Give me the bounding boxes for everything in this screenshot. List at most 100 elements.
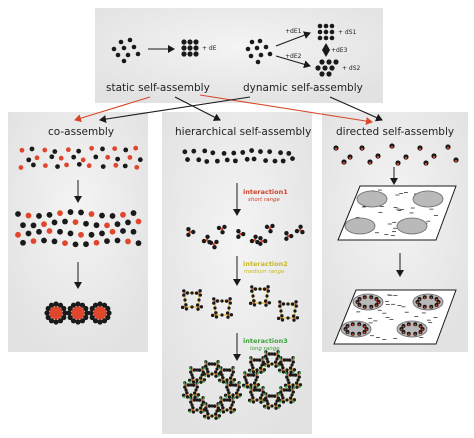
black-particle	[251, 370, 256, 374]
red-bond	[294, 317, 296, 319]
black-particle	[270, 352, 274, 356]
red-core	[93, 306, 107, 320]
red-particle	[86, 163, 92, 169]
black-particle	[204, 406, 208, 410]
black-particle	[190, 291, 194, 295]
red-particle	[65, 147, 71, 153]
green-bond	[279, 357, 282, 360]
static-scatter	[111, 37, 141, 64]
red-bond	[281, 399, 283, 401]
black-particle	[285, 368, 289, 372]
red-bond	[231, 409, 233, 411]
red-particle	[89, 145, 95, 151]
red-bond	[251, 369, 253, 371]
black-particle	[292, 398, 297, 402]
black-particle	[208, 240, 214, 246]
black-particle	[184, 307, 189, 311]
red-bond	[294, 303, 296, 305]
black-particle	[130, 210, 137, 216]
green-bond	[183, 382, 186, 385]
red-patch	[363, 296, 366, 299]
black-particle	[213, 412, 218, 416]
black-particle	[253, 234, 258, 240]
interaction3-range: long range	[250, 346, 280, 352]
black-particle	[130, 228, 137, 235]
black-particle	[36, 213, 42, 219]
red-patch	[344, 328, 347, 331]
interaction2-range: medium range	[244, 269, 285, 275]
black-particle	[266, 406, 271, 410]
black-particle	[260, 363, 264, 367]
black-particle	[281, 370, 286, 374]
black-particle	[182, 289, 186, 293]
black-particle	[277, 362, 282, 366]
black-particle	[93, 222, 100, 229]
green-bond	[285, 385, 288, 388]
black-shell-particle	[97, 301, 103, 307]
red-bond	[298, 228, 302, 232]
red-particle	[30, 238, 37, 245]
black-particle	[292, 318, 296, 322]
square-cluster	[277, 356, 297, 374]
black-particle	[135, 240, 142, 247]
black-particle	[255, 398, 259, 402]
green-bond	[256, 372, 259, 375]
black-shell-particle	[97, 319, 103, 325]
black-particle	[114, 237, 121, 244]
black-particle	[232, 408, 237, 412]
dynamic-grid-bottom	[315, 59, 339, 77]
black-particle	[185, 395, 190, 399]
red-particle	[88, 211, 95, 217]
black-particle	[244, 378, 248, 382]
black-particle	[276, 396, 280, 400]
red-bond	[251, 389, 253, 391]
red-particle	[125, 238, 131, 245]
black-particle	[180, 305, 185, 310]
red-patch	[351, 323, 354, 326]
black-particle	[71, 154, 77, 160]
black-particle	[291, 360, 295, 364]
hex-cluster	[66, 301, 90, 325]
black-particle	[123, 147, 129, 153]
black-particle	[222, 368, 227, 372]
green-bond	[292, 357, 295, 360]
black-shell-particle	[66, 310, 72, 316]
black-particle	[30, 222, 37, 229]
black-particle	[255, 375, 259, 379]
red-bond	[261, 359, 263, 361]
black-particle	[221, 151, 227, 156]
black-particle	[214, 315, 219, 319]
black-particle	[197, 298, 201, 302]
square-cluster	[181, 381, 201, 399]
black-particle	[67, 230, 74, 237]
black-particle	[288, 396, 293, 400]
red-patch	[376, 155, 380, 159]
black-particle	[255, 368, 259, 372]
black-particle	[286, 150, 292, 156]
red-patch	[370, 296, 373, 299]
red-bond	[201, 409, 203, 411]
red-patch	[375, 304, 378, 307]
black-shell-particle	[61, 305, 67, 312]
green-bond	[264, 364, 267, 367]
black-particle	[198, 293, 202, 297]
square-cluster	[247, 386, 267, 404]
hier-trimers	[186, 223, 305, 250]
green-bond	[217, 374, 220, 377]
red-patch	[363, 325, 366, 328]
green-bond	[202, 410, 205, 413]
black-particle	[212, 301, 216, 305]
black-particle	[199, 305, 204, 309]
black-particle	[266, 364, 271, 368]
red-patch	[416, 301, 419, 304]
black-particle	[295, 385, 299, 389]
trimer	[249, 234, 260, 245]
black-particle	[191, 406, 195, 410]
red-bond	[191, 379, 193, 381]
green-bond	[298, 372, 301, 375]
green-bond	[204, 403, 207, 406]
black-particle	[267, 352, 272, 356]
green-bond	[219, 380, 222, 383]
energy-dS2: + dS2	[342, 65, 361, 72]
red-bond	[231, 379, 233, 381]
